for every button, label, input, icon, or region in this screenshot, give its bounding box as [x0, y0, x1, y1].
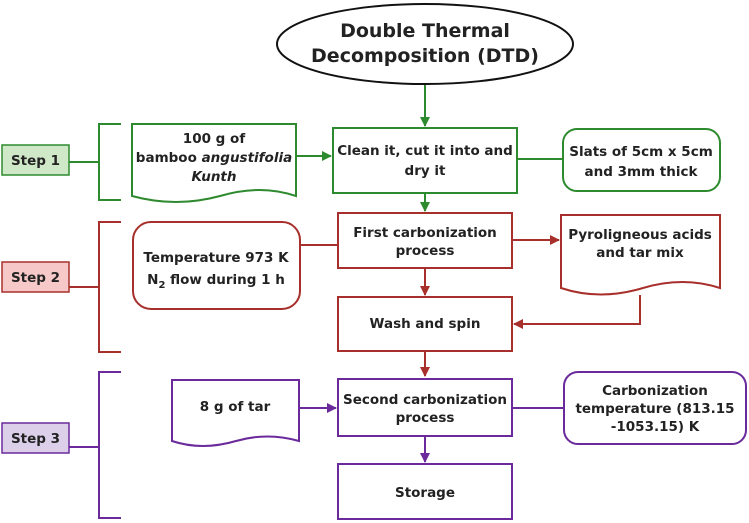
step3-input-label: 8 g of tar: [200, 399, 271, 415]
step3-condition-line3: -1053.15) K: [611, 419, 700, 435]
step1-label-box: [1, 144, 70, 176]
step1-input-line1: 100 g of: [183, 131, 246, 147]
step1-input-line2: bamboo angustifolia: [136, 150, 292, 166]
step1-process-box: [332, 127, 518, 194]
step3-label-box: [1, 422, 70, 454]
step1-process-line1: Clean it, cut it into and: [337, 143, 513, 159]
title-line-2: Decomposition (DTD): [311, 45, 539, 67]
step2-wash-box: [337, 296, 513, 352]
step3-bracket: [69, 371, 121, 519]
step1-output-line1: Slats of 5cm x 5cm: [569, 144, 713, 160]
step1-label: Step 1: [11, 153, 60, 169]
step2-output-document: [560, 214, 721, 296]
step2-condition-line2: N2 flow during 1 h: [147, 272, 285, 291]
step1-output-box: [562, 128, 721, 192]
step3-condition-line2: temperature (813.15: [575, 401, 734, 417]
step2-bracket: [69, 221, 121, 353]
step1-input-line3: Kunth: [191, 169, 236, 185]
step3-input-document: [171, 379, 300, 447]
title-ellipse: [276, 3, 574, 85]
step2-label-box: [1, 261, 70, 293]
step3-storage-label: Storage: [395, 485, 455, 501]
step3-storage-box: [337, 463, 513, 520]
step2-condition-box: [132, 221, 301, 310]
step2-output-line1: Pyroligneous acids: [568, 227, 712, 243]
step1-process-line2: dry it: [405, 163, 446, 179]
step2-label: Step 2: [11, 270, 60, 286]
step3-process-line2: process: [396, 410, 455, 426]
step3-process-line1: Second carbonization: [343, 392, 507, 408]
title-line-1: Double Thermal: [340, 20, 510, 42]
step2-wash-label: Wash and spin: [370, 316, 481, 332]
step1-bracket: [69, 123, 121, 201]
step3-condition-line1: Carbonization: [602, 383, 708, 399]
arrow-output-to-wash: [513, 295, 641, 329]
step1-output-line2: and 3mm thick: [585, 164, 699, 180]
step3-process-box: [337, 378, 513, 437]
step2-condition-line1: Temperature 973 K: [143, 250, 289, 266]
step2-process-line1: First carbonization: [353, 225, 497, 241]
step2-output-line2: and tar mix: [596, 245, 684, 261]
step1-input-document: [131, 123, 297, 203]
step2-process-line2: process: [396, 243, 455, 259]
step3-label: Step 3: [11, 431, 60, 447]
